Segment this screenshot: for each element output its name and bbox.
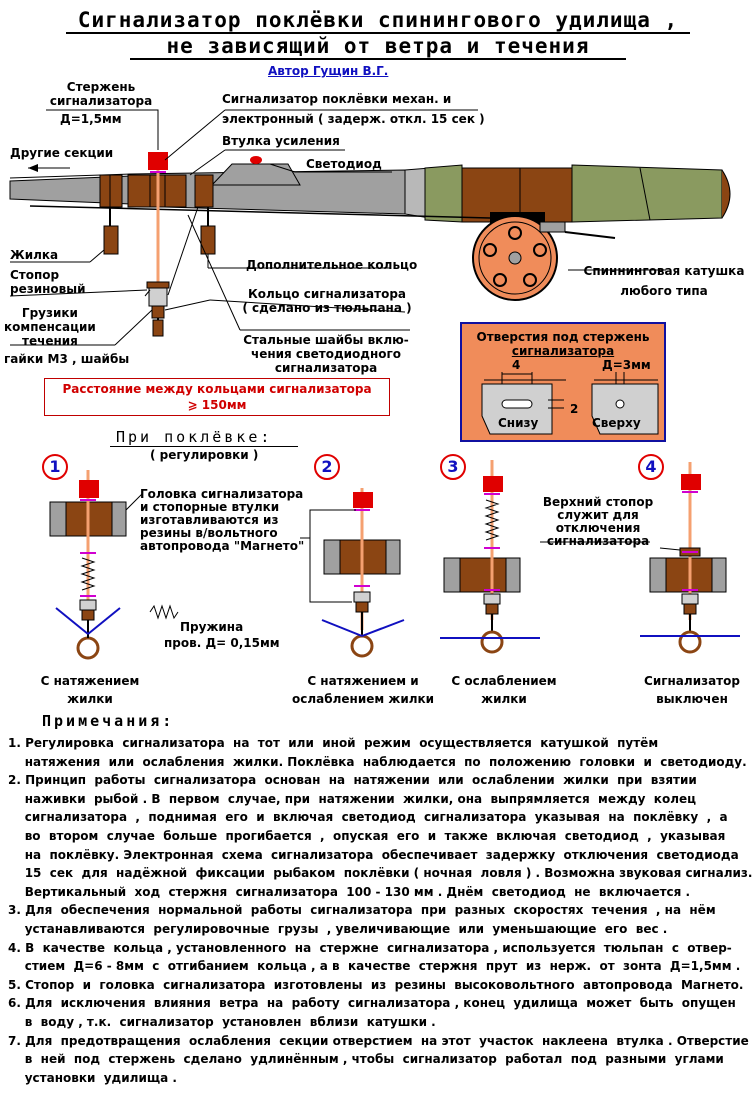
- state2-number: 2: [314, 454, 340, 480]
- label-line: Жилка: [10, 248, 59, 262]
- label-signaler1: Сигнализатор поклёвки механ. и: [222, 92, 452, 106]
- note-line: устанавливаются регулировочные грузы , у…: [8, 921, 668, 936]
- notes-list: 1. Регулировка сигнализатора на тот или …: [8, 734, 752, 1087]
- note-line: в воду , т.к. сигнализатор установлен вб…: [8, 1014, 436, 1029]
- spring-note1: Пружина: [180, 620, 244, 634]
- note-line: стием Д=6 - 8мм с отгибанием кольца , а …: [8, 959, 741, 974]
- spring-note2: пров. Д= 0,15мм: [164, 636, 280, 650]
- title-line2: не зависящий от ветра и течения: [166, 34, 590, 58]
- state3-number: 3: [440, 454, 466, 480]
- label-rod-diameter: Д=1,5мм: [60, 112, 122, 126]
- title-underline2: [130, 58, 626, 60]
- label-ring: Кольцо сигнализатора( сделано из тюльпан…: [242, 287, 412, 315]
- note-line: на поклёвку. Электронная схема сигнализа…: [8, 847, 739, 862]
- fishing-line: [29, 205, 491, 219]
- state2-diagram: [300, 488, 405, 658]
- cork-front: [424, 164, 463, 223]
- distance-box: Расстояние между кольцами сигнализатора …: [44, 378, 390, 416]
- signaler-head: [148, 152, 168, 170]
- note-line: 4. В качестве кольца , установленного на…: [8, 940, 732, 955]
- note-line: наживки рыбой . В первом случае, при нат…: [8, 791, 697, 806]
- note-line: Вертикальный ход стержня сигнализатора 1…: [8, 884, 691, 899]
- state4-number: 4: [638, 454, 664, 480]
- butt-cap: [721, 169, 731, 219]
- title-line1: Сигнализатор поклёвки спинингового удили…: [77, 8, 679, 32]
- led-housing: [210, 163, 301, 186]
- holes-title2: сигнализатора: [511, 344, 615, 358]
- label-extra-ring: Дополнительное кольцо: [246, 258, 418, 272]
- states-drawing: [49, 460, 740, 660]
- note-line: в ней под стержень сделано удлинённым , …: [8, 1052, 724, 1067]
- holes-top: Сверху: [592, 416, 641, 430]
- note-line: 7. Для предотвращения ослабления секции …: [8, 1033, 749, 1048]
- bite-title: При поклёвке:: [116, 428, 273, 446]
- label-signaler2: электронный ( задерж. откл. 15 сек ): [222, 112, 485, 126]
- bite-subtitle: ( регулировки ): [150, 448, 259, 462]
- label-led: Светодиод: [306, 157, 382, 171]
- note-line: сигнализатора , поднимая его и включая с…: [8, 810, 728, 825]
- holes-box: Отверстия под стержень сигнализатора 4 2…: [460, 322, 666, 442]
- led-light: [250, 156, 262, 164]
- head-note: Головка сигнализатора и стопорные втулки…: [140, 487, 305, 553]
- title-underline1: [66, 32, 690, 34]
- note-line: 5. Стопор и головка сигнализатора изгото…: [8, 977, 744, 992]
- state1-number: 1: [42, 454, 68, 480]
- ring-left: [99, 174, 123, 208]
- rod-assembly-drawing: [9, 109, 731, 346]
- note-line: 2. Принцип работы сигнализатора основан …: [8, 773, 697, 788]
- holes-title1: Отверстия под стержень: [476, 330, 650, 344]
- label-nuts: гайки М3 , шайбы: [4, 352, 130, 366]
- holes-bottom: Снизу: [498, 416, 539, 430]
- distance-line2: ⩾ 150мм: [187, 398, 247, 412]
- note-line: 6. Для исключения влияния ветра на работ…: [8, 996, 736, 1011]
- ring-extra: [194, 174, 214, 208]
- label-bushing: Втулка усиления: [222, 134, 340, 148]
- note-line: 15 сек для надёжной фиксации рыбаком пок…: [8, 866, 753, 881]
- holes-dim-height: 2: [570, 402, 579, 416]
- holes-dim-diameter: Д=3мм: [602, 358, 651, 372]
- note-line: установки удилища .: [8, 1070, 177, 1085]
- note-line: 3. Для обеспечения нормальной работы сиг…: [8, 903, 716, 918]
- note-line: натяжения или ослабления жилки. Поклёвка…: [8, 754, 747, 769]
- distance-line1: Расстояние между кольцами сигнализатора: [62, 382, 372, 396]
- upper-stop-note: Верхний стопор служит для отключения сиг…: [542, 495, 654, 548]
- state1-diagram: [49, 470, 127, 660]
- label-other-sections: Другие секции: [10, 146, 114, 160]
- note-line: 1. Регулировка сигнализатора на тот или …: [8, 736, 659, 750]
- author: Автор Гущин В.Г.: [268, 64, 389, 78]
- state4-diagram: [640, 462, 740, 654]
- cork-rear: [571, 164, 723, 223]
- holes-dim-width: 4: [512, 358, 521, 372]
- holes-sketch: [481, 372, 659, 435]
- notes-title: Примечания:: [42, 712, 175, 730]
- note-line: во втором случае больше прогибается , оп…: [8, 828, 726, 843]
- state3-diagram: [440, 460, 540, 654]
